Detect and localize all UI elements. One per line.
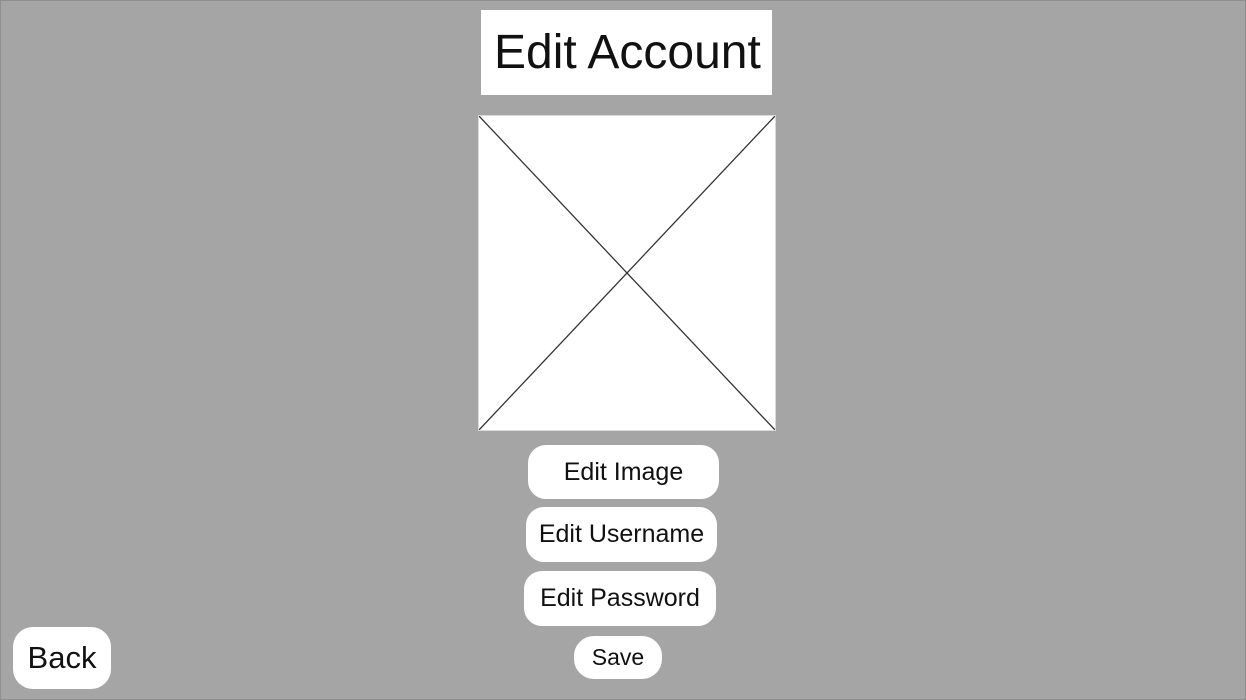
edit-image-button[interactable]: Edit Image [528, 445, 719, 499]
placeholder-diagonal-line [479, 116, 775, 430]
save-button[interactable]: Save [574, 636, 662, 679]
profile-image-placeholder [478, 115, 776, 431]
page-title-box: Edit Account [481, 10, 772, 95]
edit-username-button[interactable]: Edit Username [526, 507, 717, 562]
image-placeholder-icon [479, 116, 775, 430]
edit-password-button[interactable]: Edit Password [524, 571, 716, 626]
page-title: Edit Account [494, 25, 761, 79]
back-button[interactable]: Back [13, 627, 111, 689]
